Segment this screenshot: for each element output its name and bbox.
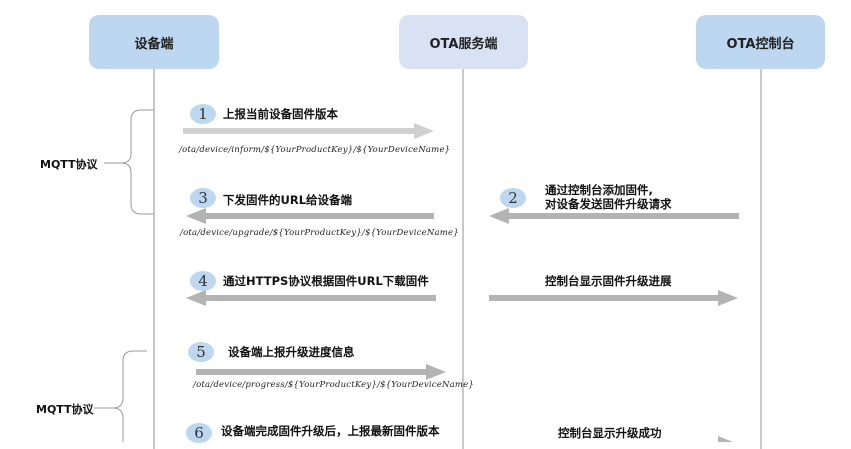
- arrow-step-5: [196, 364, 446, 380]
- arrow-console-success: [718, 436, 733, 442]
- arrow-step-4: [186, 290, 436, 306]
- arrow-step-3: [186, 208, 434, 224]
- actor-ota-console-label: OTA控制台: [726, 36, 795, 52]
- step-5-topic: /ota/device/progress/${YourProductKey}/$…: [193, 380, 474, 390]
- arrow-step-1: [183, 123, 434, 139]
- step-2-label-line1: 通过控制台添加固件,: [545, 183, 653, 197]
- step-6-badge: 6: [186, 423, 212, 443]
- actor-ota-server: OTA服务端: [399, 15, 528, 69]
- step-5-label: 设备端上报升级进度信息: [228, 345, 355, 359]
- console-success-label: 控制台显示升级成功: [558, 426, 662, 440]
- actor-ota-server-label: OTA服务端: [429, 36, 498, 52]
- step-1-label: 上报当前设备固件版本: [223, 107, 338, 121]
- step-1-badge: 1: [190, 104, 216, 124]
- lifeline-device: [153, 69, 155, 449]
- step-2-badge: 2: [500, 188, 526, 208]
- console-progress-label: 控制台显示固件升级进展: [545, 274, 672, 288]
- step-6-label: 设备端完成固件升级后，上报最新固件版本: [221, 424, 440, 438]
- step-4-badge: 4: [190, 271, 216, 291]
- step-3-badge: 3: [190, 188, 216, 208]
- step-4-label: 通过HTTPS协议根据固件URL下载固件: [223, 274, 429, 288]
- protocol-label-top: MQTT协议: [40, 158, 98, 171]
- actor-device: 设备端: [89, 15, 219, 69]
- arrow-step-2: [489, 208, 739, 224]
- step-3-topic: /ota/device/upgrade/${YourProductKey}/${…: [180, 228, 459, 238]
- lifeline-ota-server: [462, 69, 464, 449]
- brace-mqtt-bottom: [94, 350, 147, 442]
- brace-mqtt-top: [104, 109, 154, 215]
- actor-ota-console: OTA控制台: [696, 15, 825, 69]
- step-1-topic: /ota/device/inform/${YourProductKey}/${Y…: [179, 145, 451, 155]
- protocol-label-bottom: MQTT协议: [36, 403, 94, 416]
- step-5-badge: 5: [188, 342, 214, 362]
- lifeline-ota-console: [760, 69, 762, 449]
- step-2-label-line2: 对设备发送固件升级请求: [545, 197, 672, 211]
- arrow-console-progress: [489, 290, 738, 306]
- actor-device-label: 设备端: [134, 36, 174, 52]
- step-3-label: 下发固件的URL给设备端: [223, 193, 353, 207]
